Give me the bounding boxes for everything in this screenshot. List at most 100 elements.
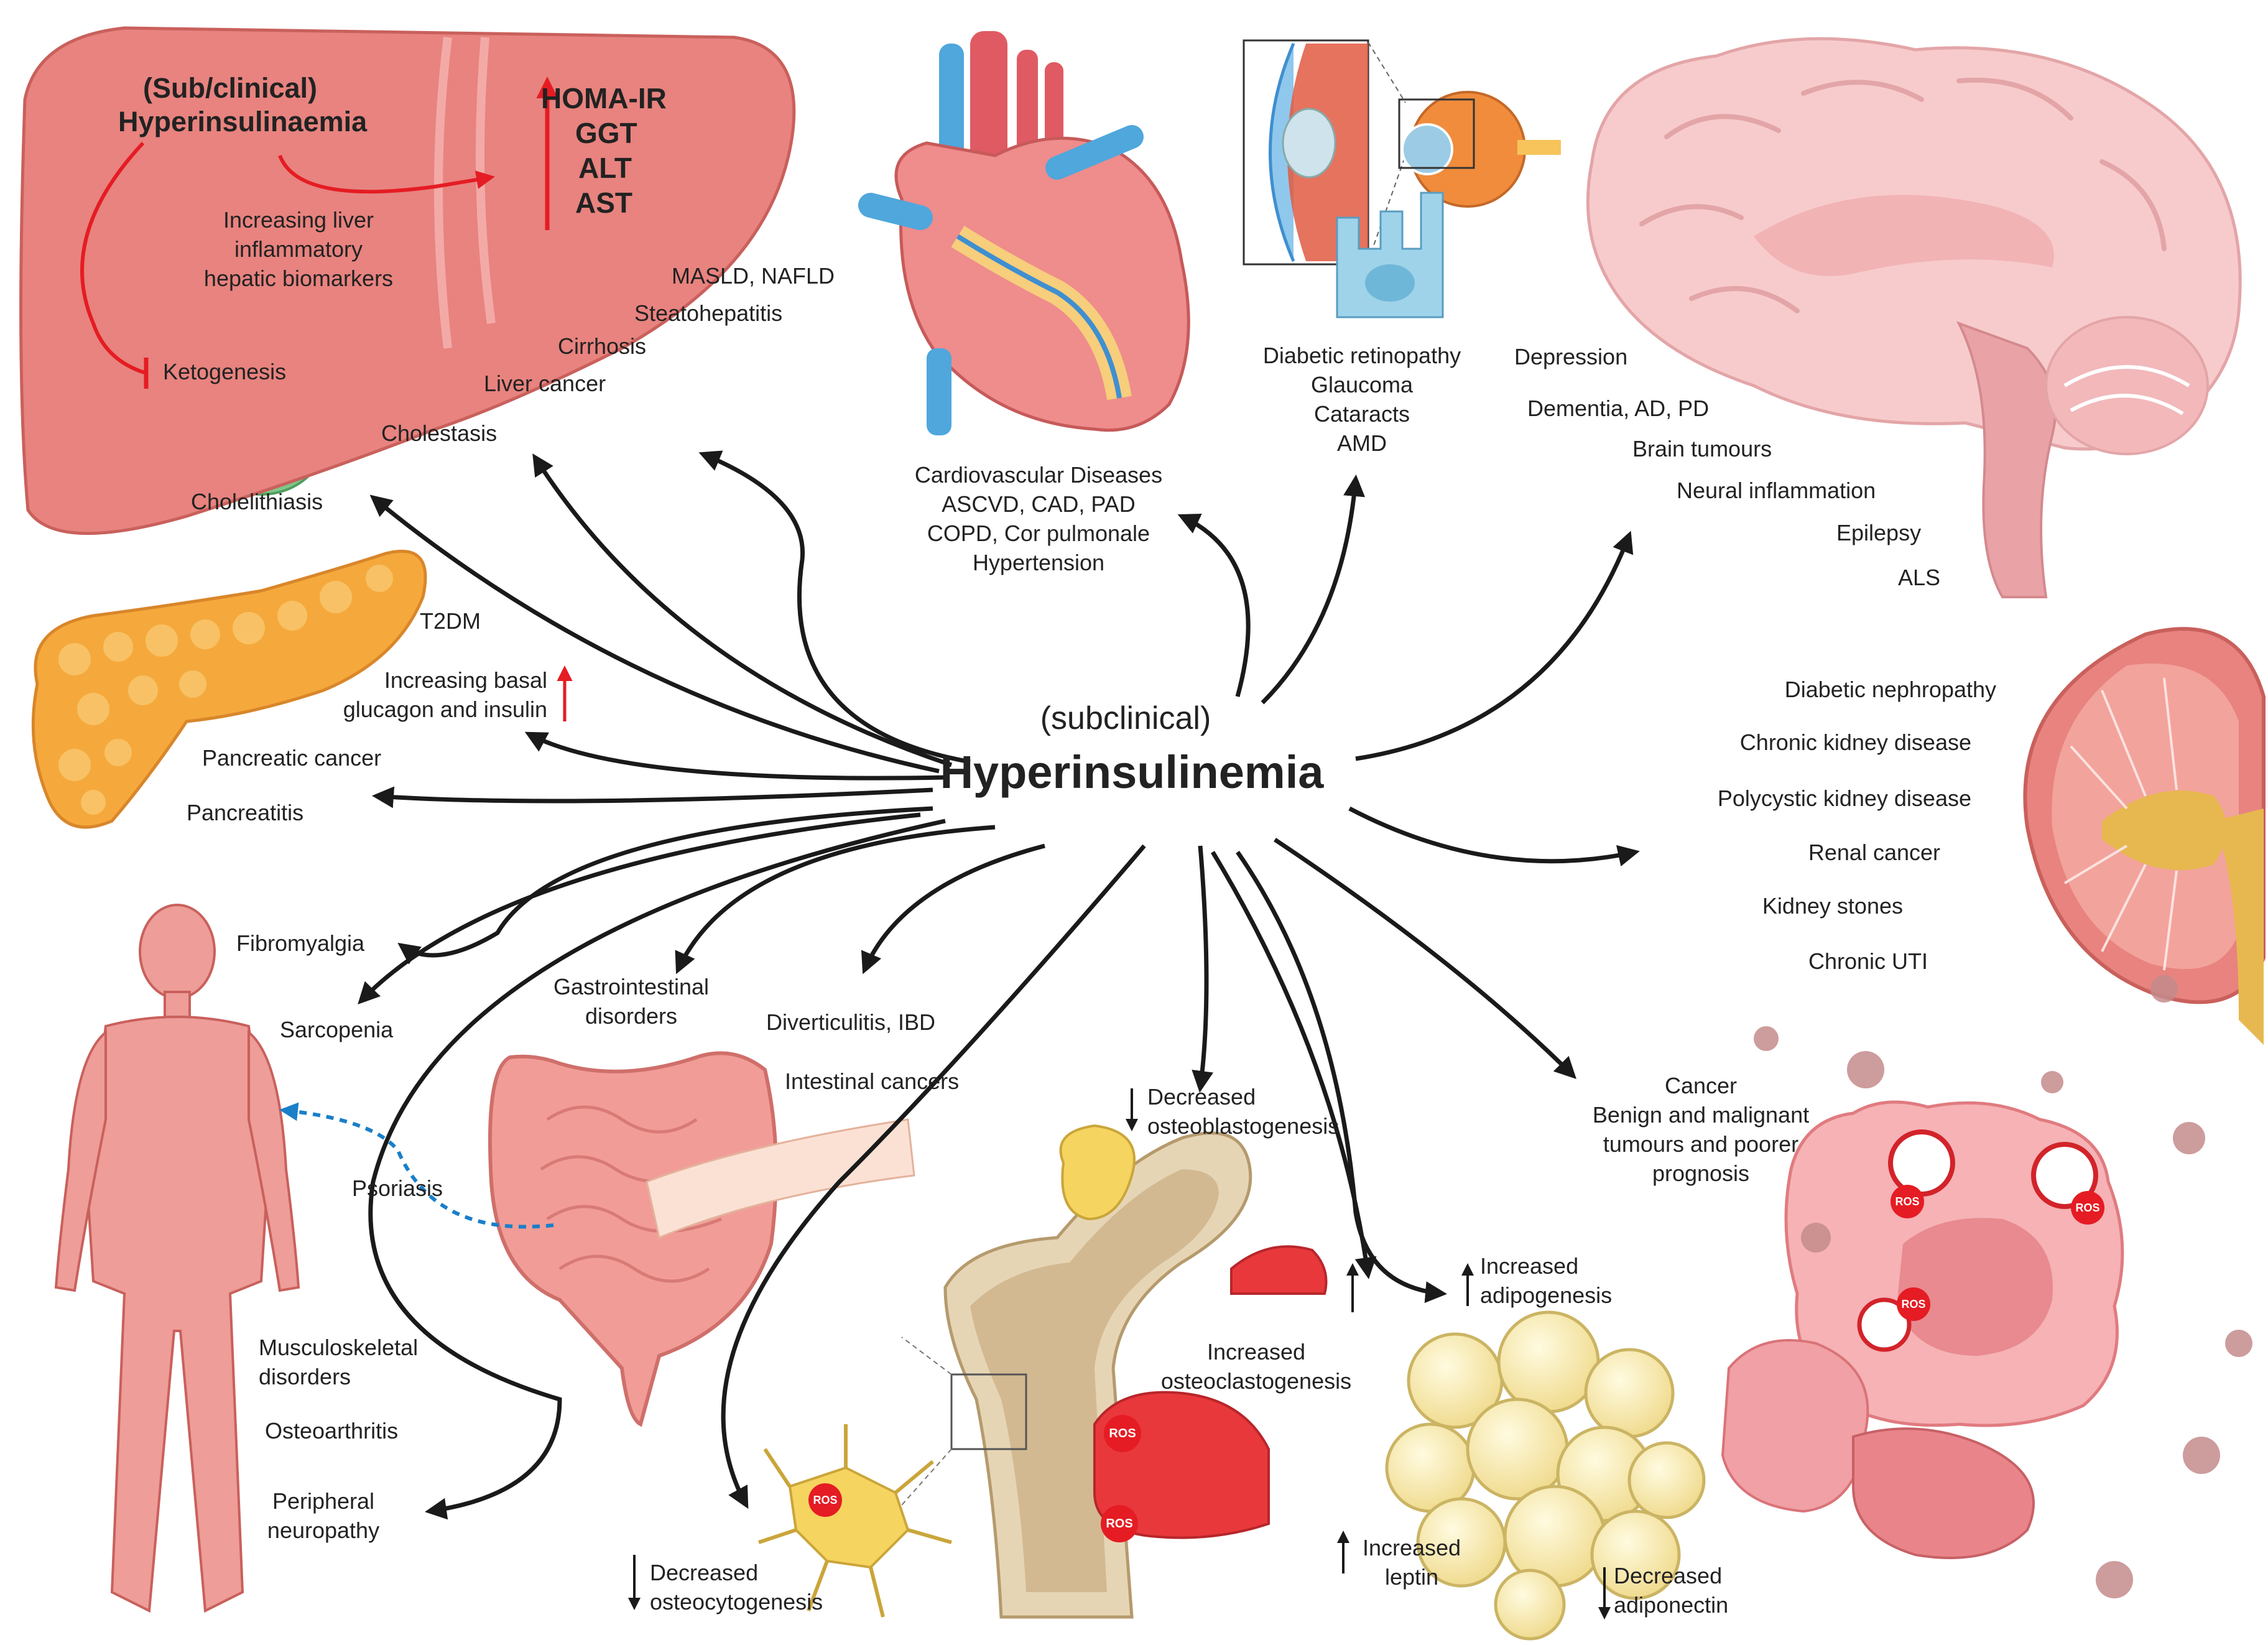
liver-condition-cirrhosis: Cirrhosis [558,333,647,359]
msk-line-1: Musculoskeletal [259,1335,419,1360]
leptin-label: Increased leptin [1349,1533,1474,1592]
liver-markers: HOMA-IR GGT ALT AST [541,81,667,220]
heart-conditions: Cardiovascular Diseases ASCVD, CAD, PAD … [883,460,1194,577]
hub-qualifier: (subclinical) [1040,700,1211,736]
kidney-condition-renal-cancer: Renal cancer [1808,840,1940,865]
intestinal-cancers-label: Intestinal cancers [785,1068,960,1094]
brain-condition-epilepsy: Epilepsy [1836,520,1922,545]
leptin-line-2: leptin [1384,1564,1439,1590]
marker-ggt: GGT [575,117,637,149]
brain-condition-dementia: Dementia, AD, PD [1527,396,1710,421]
ros-badge-cancer-3: ROS [1897,1287,1930,1321]
ros-badge-osteoclast-2: ROS [1101,1505,1138,1542]
diverticulitis-label: Diverticulitis, IBD [766,1009,936,1035]
adipocyte-cluster [1385,1310,1706,1641]
brain-condition-brain-tumours: Brain tumours [1632,436,1772,461]
gi-disorders-label: Gastrointestinal disorders [529,972,734,1031]
eye-line-1: Diabetic retinopathy [1262,343,1461,368]
liver-condition-liver-cancer: Liver cancer [484,371,606,396]
kidney-illustration [2023,627,2266,1045]
adipogenesis-line-2: adipogenesis [1480,1282,1613,1308]
liver-heading: (Sub/clinical) Hyperinsulinaemia [118,72,368,139]
pancreas-basal-text: Increasing basal glucagon and insulin [323,665,547,724]
cancer-cell-illustration [1721,975,2252,1598]
adiponectin-line-2: adiponectin [1614,1592,1729,1618]
heart-illustration [858,31,1190,435]
brain-illustration [1586,37,2242,598]
liver-condition-steatohepatitis: Steatohepatitis [634,300,783,326]
hub-arrows [358,450,1640,1520]
kidney-condition-stones: Kidney stones [1762,893,1903,919]
neuropathy-label: Peripheral neuropathy [249,1486,398,1545]
ros-badge-cancer-1: ROS [1891,1185,1924,1218]
gi-line-2: disorders [585,1003,678,1029]
pancreas-condition-cancer: Pancreatic cancer [202,745,382,771]
liver-effect-line-3: hepatic biomarkers [203,266,394,291]
osteoclast-line-1: Increased [1206,1339,1306,1365]
sarcopenia-label: Sarcopenia [280,1017,394,1042]
msk-line-2: disorders [259,1364,351,1389]
fibromyalgia-label: Fibromyalgia [236,930,365,956]
liver-effect-text: Increasing liver inflammatory hepatic bi… [180,205,417,293]
cancer-line-4: prognosis [1652,1161,1750,1186]
osteocytogenesis-label: Decreased osteocytogenesis [650,1558,823,1616]
ros-badge-osteoclast: ROS [1104,1415,1141,1452]
kidney-condition-ckd: Chronic kidney disease [1739,730,1971,755]
neuropathy-line-1: Peripheral [272,1488,375,1514]
basal-line-2: glucagon and insulin [343,697,547,722]
liver-condition-cholestasis: Cholestasis [381,420,498,446]
marker-ast: AST [575,187,632,219]
liver-condition-cholelithiasis: Cholelithiasis [191,489,323,514]
cancer-label: Cancer Benign and malignant tumours and … [1555,1071,1847,1188]
osteoblast-line-1: Decreased [1147,1084,1256,1110]
pancreas-illustration [31,549,427,829]
ketogenesis-label: Ketogenesis [163,359,287,384]
osteoarthritis-label: Osteoarthritis [265,1418,399,1443]
pancreas-condition-t2dm: T2DM [420,608,481,634]
neuropathy-line-2: neuropathy [267,1518,380,1543]
marker-homa-ir: HOMA-IR [541,82,667,114]
cancer-line-1: Cancer [1664,1073,1738,1098]
heart-line-1: Cardiovascular Diseases [914,462,1163,488]
cancer-line-2: Benign and malignant [1592,1102,1810,1128]
kidney-condition-uti: Chronic UTI [1808,948,1928,974]
adiponectin-label: Decreased adiponectin [1614,1561,1728,1620]
ros-badge-osteocyte: ROS [808,1483,842,1517]
leptin-line-1: Increased [1362,1535,1461,1560]
liver-effect-line-2: inflammatory [234,236,363,262]
pancreas-condition-pancreatitis: Pancreatitis [187,800,304,825]
adiponectin-line-1: Decreased [1614,1563,1723,1588]
heart-line-4: Hypertension [972,550,1105,575]
kidney-condition-nephropathy: Diabetic nephropathy [1784,677,1996,702]
eye-line-2: Glaucoma [1310,372,1414,397]
liver-effect-line-1: Increasing liver [223,207,374,233]
psoriasis-label: Psoriasis [352,1175,443,1201]
eye-illustration [1243,39,1561,318]
eye-conditions: Diabetic retinopathy Glaucoma Cataracts … [1238,341,1486,458]
gi-line-1: Gastrointestinal [553,974,710,999]
adipogenesis-line-1: Increased [1480,1253,1579,1279]
eye-line-4: AMD [1337,430,1387,456]
musculoskeletal-label: Musculoskeletal disorders [259,1333,418,1391]
human-body-illustration [54,904,300,1613]
osteocyte-line-2: osteocytogenesis [650,1589,823,1615]
psoriasis-dotted-arrow [279,1102,554,1229]
intestine-illustration [488,1051,915,1427]
osteocyte-line-1: Decreased [650,1560,759,1585]
marker-alt: ALT [578,152,632,184]
osteoclast-line-2: osteoclastogenesis [1160,1368,1352,1394]
brain-condition-neural-inflammation: Neural inflammation [1677,478,1876,503]
ros-badge-cancer-2: ROS [2071,1191,2104,1225]
brain-condition-als: ALS [1898,565,1941,590]
liver-heading-line-2: Hyperinsulinaemia [118,106,368,137]
bone-illustration [758,1124,1328,1619]
eye-line-3: Cataracts [1313,401,1410,427]
osteoclastogenesis-label: Increased osteoclastogenesis [1138,1337,1374,1396]
liver-condition-masld: MASLD, NAFLD [672,263,835,289]
hub-title: Hyperinsulinemia [940,746,1324,798]
indicator-arrows [628,1088,1611,1620]
kidney-condition-pkd: Polycystic kidney disease [1717,785,1971,811]
heart-line-3: COPD, Cor pulmonale [927,521,1150,546]
